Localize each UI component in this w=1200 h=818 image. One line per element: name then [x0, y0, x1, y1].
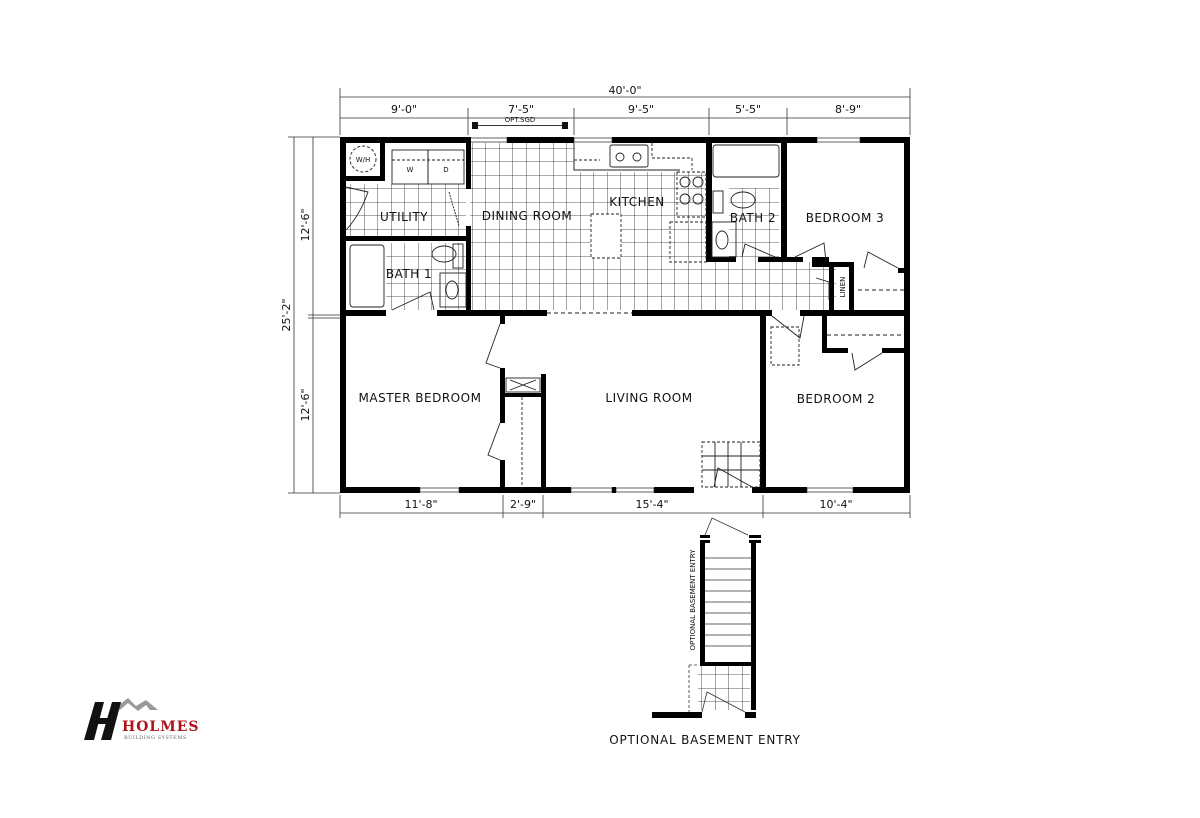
room-utility: UTILITY	[380, 210, 428, 224]
interior-walls	[340, 137, 904, 493]
top-dim-1: 9'-0"	[391, 103, 417, 116]
room-master-bedroom: MASTER BEDROOM	[359, 391, 482, 405]
sliding-door-label: OPT.SGD	[505, 116, 536, 124]
top-dim-4: 5'-5"	[735, 103, 761, 116]
bottom-dim-1: 11'-8"	[404, 498, 437, 511]
basement-caption: OPTIONAL BASEMENT ENTRY	[609, 733, 801, 747]
side-dimensions	[288, 136, 340, 494]
logo-brand: HOLMES	[122, 719, 200, 735]
logo-tagline: BUILDING SYSTEMS	[124, 735, 187, 741]
room-dining: DINING ROOM	[482, 209, 572, 223]
room-bath2: BATH 2	[730, 211, 776, 225]
fixtures	[345, 143, 904, 490]
top-dim-5: 8'-9"	[835, 103, 861, 116]
h-mark-icon	[84, 702, 121, 740]
basement-side-label: OPTIONAL BASEMENT ENTRY	[689, 549, 697, 651]
sliding-door-marker	[472, 122, 568, 129]
room-living: LIVING ROOM	[605, 391, 692, 405]
bottom-dim-4: 10'-4"	[819, 498, 852, 511]
room-bedroom2: BEDROOM 2	[797, 392, 876, 406]
overall-width-dim: 40'-0"	[608, 84, 641, 97]
bottom-dim-3: 15'-4"	[635, 498, 668, 511]
top-dim-2: 7'-5"	[508, 103, 534, 116]
dryer-label: D	[443, 166, 448, 174]
overall-depth-dim: 25'-2"	[280, 298, 293, 331]
basement-entry-detail	[652, 517, 761, 718]
room-labels: UTILITY DINING ROOM KITCHEN BATH 2 BEDRO…	[359, 195, 885, 406]
windows	[419, 137, 861, 493]
room-kitchen: KITCHEN	[609, 195, 665, 209]
holmes-logo	[84, 698, 158, 740]
side-dim-top: 12'-6"	[299, 208, 312, 241]
linen-label: LINEN	[839, 277, 847, 298]
top-dim-3: 9'-5"	[628, 103, 654, 116]
tiled-floors	[346, 143, 836, 310]
roof-icon	[115, 698, 158, 711]
top-dimensions	[339, 88, 911, 135]
room-bedroom3: BEDROOM 3	[806, 211, 885, 225]
side-dim-bottom: 12'-6"	[299, 388, 312, 421]
water-heater-label: W/H	[356, 156, 371, 164]
washer-label: W	[407, 166, 414, 174]
bottom-dim-2: 2'-9"	[510, 498, 536, 511]
room-bath1: BATH 1	[386, 267, 432, 281]
bottom-dimensions	[339, 495, 911, 518]
